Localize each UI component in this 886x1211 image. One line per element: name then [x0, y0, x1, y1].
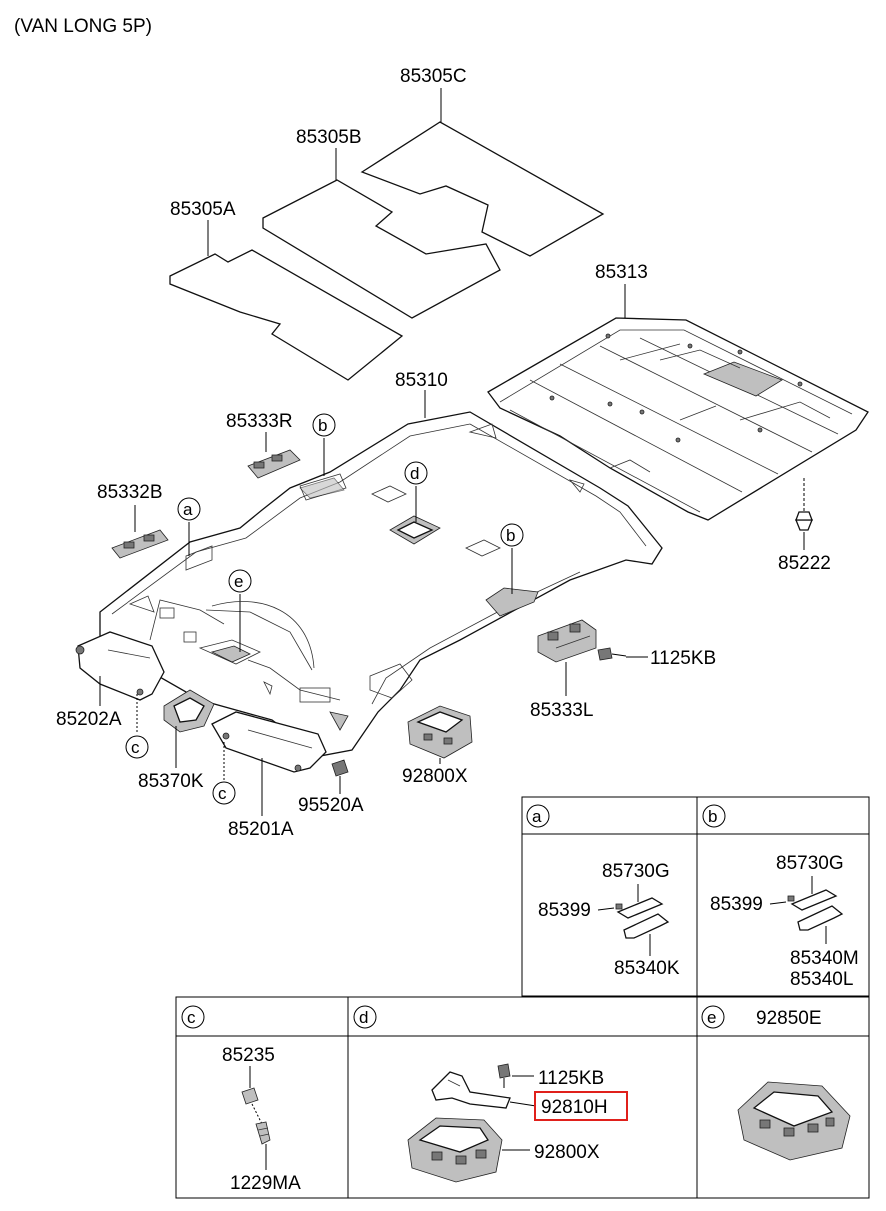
callout-b-lower: b	[506, 526, 515, 545]
lamp-85370k[interactable]	[163, 689, 215, 733]
clip-95520a[interactable]	[331, 759, 349, 777]
detail-e-label-92850e: 92850E	[756, 1008, 822, 1029]
detail-b-handle[interactable]	[787, 889, 844, 931]
highlight-box-92810h	[534, 1091, 628, 1121]
detail-b-label-85399: 85399	[710, 894, 763, 915]
detail-a-label-85340k: 85340K	[614, 958, 680, 979]
roof-pad-85305b[interactable]	[262, 179, 501, 319]
lamp-92800x-main[interactable]	[407, 705, 473, 759]
detail-d-label-92800x: 92800X	[534, 1142, 600, 1163]
label-85370k: 85370K	[138, 771, 204, 792]
roof-panel-85313[interactable]	[487, 317, 869, 521]
detail-c-tag: c	[187, 1008, 196, 1027]
label-85222: 85222	[778, 553, 831, 574]
label-85305c: 85305C	[400, 66, 467, 87]
detail-e-tag: e	[707, 1008, 716, 1027]
label-95520a: 95520A	[298, 795, 364, 816]
roof-pad-85305a[interactable]	[169, 249, 404, 381]
label-85202a: 85202A	[56, 709, 122, 730]
callout-d-main: d	[410, 464, 419, 483]
bolt-1125kb-main[interactable]	[597, 647, 627, 661]
detail-d-bolt[interactable]	[497, 1063, 511, 1088]
bracket-85333l[interactable]	[537, 619, 597, 663]
detail-a-label-85730g: 85730G	[602, 861, 670, 882]
detail-table-cde	[175, 996, 870, 1199]
diagram-title: (VAN LONG 5P)	[14, 16, 152, 37]
detail-d-lamp[interactable]	[407, 1117, 503, 1183]
detail-table-ab	[521, 796, 870, 997]
label-85305b: 85305B	[296, 127, 362, 148]
label-85310: 85310	[395, 370, 448, 391]
callout-e-main: e	[234, 572, 243, 591]
callout-c-right: c	[218, 784, 227, 803]
headliner-pads	[198, 477, 539, 665]
detail-d-label-1125kb: 1125KB	[538, 1068, 604, 1089]
detail-a-handle[interactable]	[615, 897, 670, 939]
detail-d-label-92810h[interactable]: 92810H	[541, 1097, 608, 1118]
label-1125kb-main: 1125KB	[650, 648, 716, 669]
label-85333l: 85333L	[530, 700, 593, 721]
label-85313: 85313	[595, 262, 648, 283]
detail-e-lamp[interactable]	[737, 1081, 851, 1161]
bracket-85332b[interactable]	[111, 529, 169, 559]
label-85332b: 85332B	[97, 482, 163, 503]
detail-c-label-85235: 85235	[222, 1045, 275, 1066]
detail-c-fastener[interactable]	[241, 1087, 271, 1145]
detail-a-tag: a	[532, 807, 542, 826]
callout-c-left: c	[131, 738, 140, 757]
detail-b-label-85340m: 85340M	[790, 948, 859, 969]
roof-pad-85305c[interactable]	[360, 121, 605, 257]
detail-d-bracket[interactable]	[431, 1071, 511, 1109]
detail-d-tag: d	[359, 1008, 368, 1027]
detail-b-tag: b	[708, 807, 717, 826]
clip-85222[interactable]	[795, 478, 813, 531]
label-92800x-main: 92800X	[402, 766, 468, 787]
callout-a-main: a	[183, 500, 193, 519]
callout-b-upper: b	[318, 416, 327, 435]
label-85333r: 85333R	[226, 411, 293, 432]
label-85201a: 85201A	[228, 819, 294, 840]
detail-c-label-1229ma: 1229MA	[230, 1173, 301, 1194]
detail-b-label-85340l: 85340L	[790, 969, 853, 990]
bracket-85333r[interactable]	[247, 449, 301, 479]
label-85305a: 85305A	[170, 199, 236, 220]
detail-a-label-85399: 85399	[538, 900, 591, 921]
detail-b-label-85730g: 85730G	[776, 853, 844, 874]
headliner-85310[interactable]	[99, 411, 663, 757]
sunvisor-85201a[interactable]	[211, 711, 327, 773]
